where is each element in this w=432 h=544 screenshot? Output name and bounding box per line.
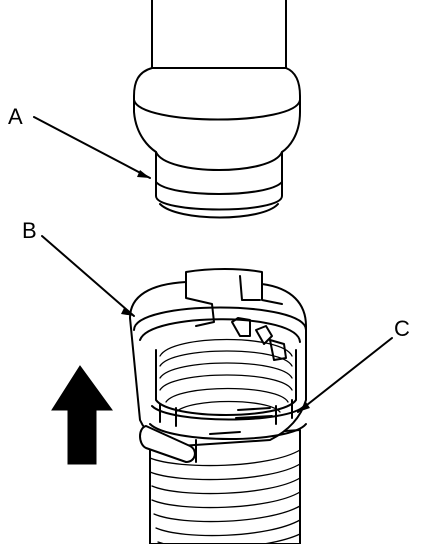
leader-arrowhead-b: [121, 308, 134, 316]
leader-arrowhead-c: [298, 402, 310, 412]
callout-c: C: [394, 316, 410, 341]
up-arrow-icon: [51, 365, 113, 465]
leader-line-b: [41, 235, 135, 317]
leader-line-a: [33, 116, 151, 179]
callout-a: A: [8, 104, 23, 129]
upper-pipe: [133, 0, 301, 219]
leader-arrowhead-a: [137, 170, 150, 178]
leader-lines: [33, 116, 393, 413]
callout-b: B: [22, 218, 37, 243]
lower-hose-connector: [129, 268, 307, 544]
leader-line-c: [297, 337, 393, 413]
